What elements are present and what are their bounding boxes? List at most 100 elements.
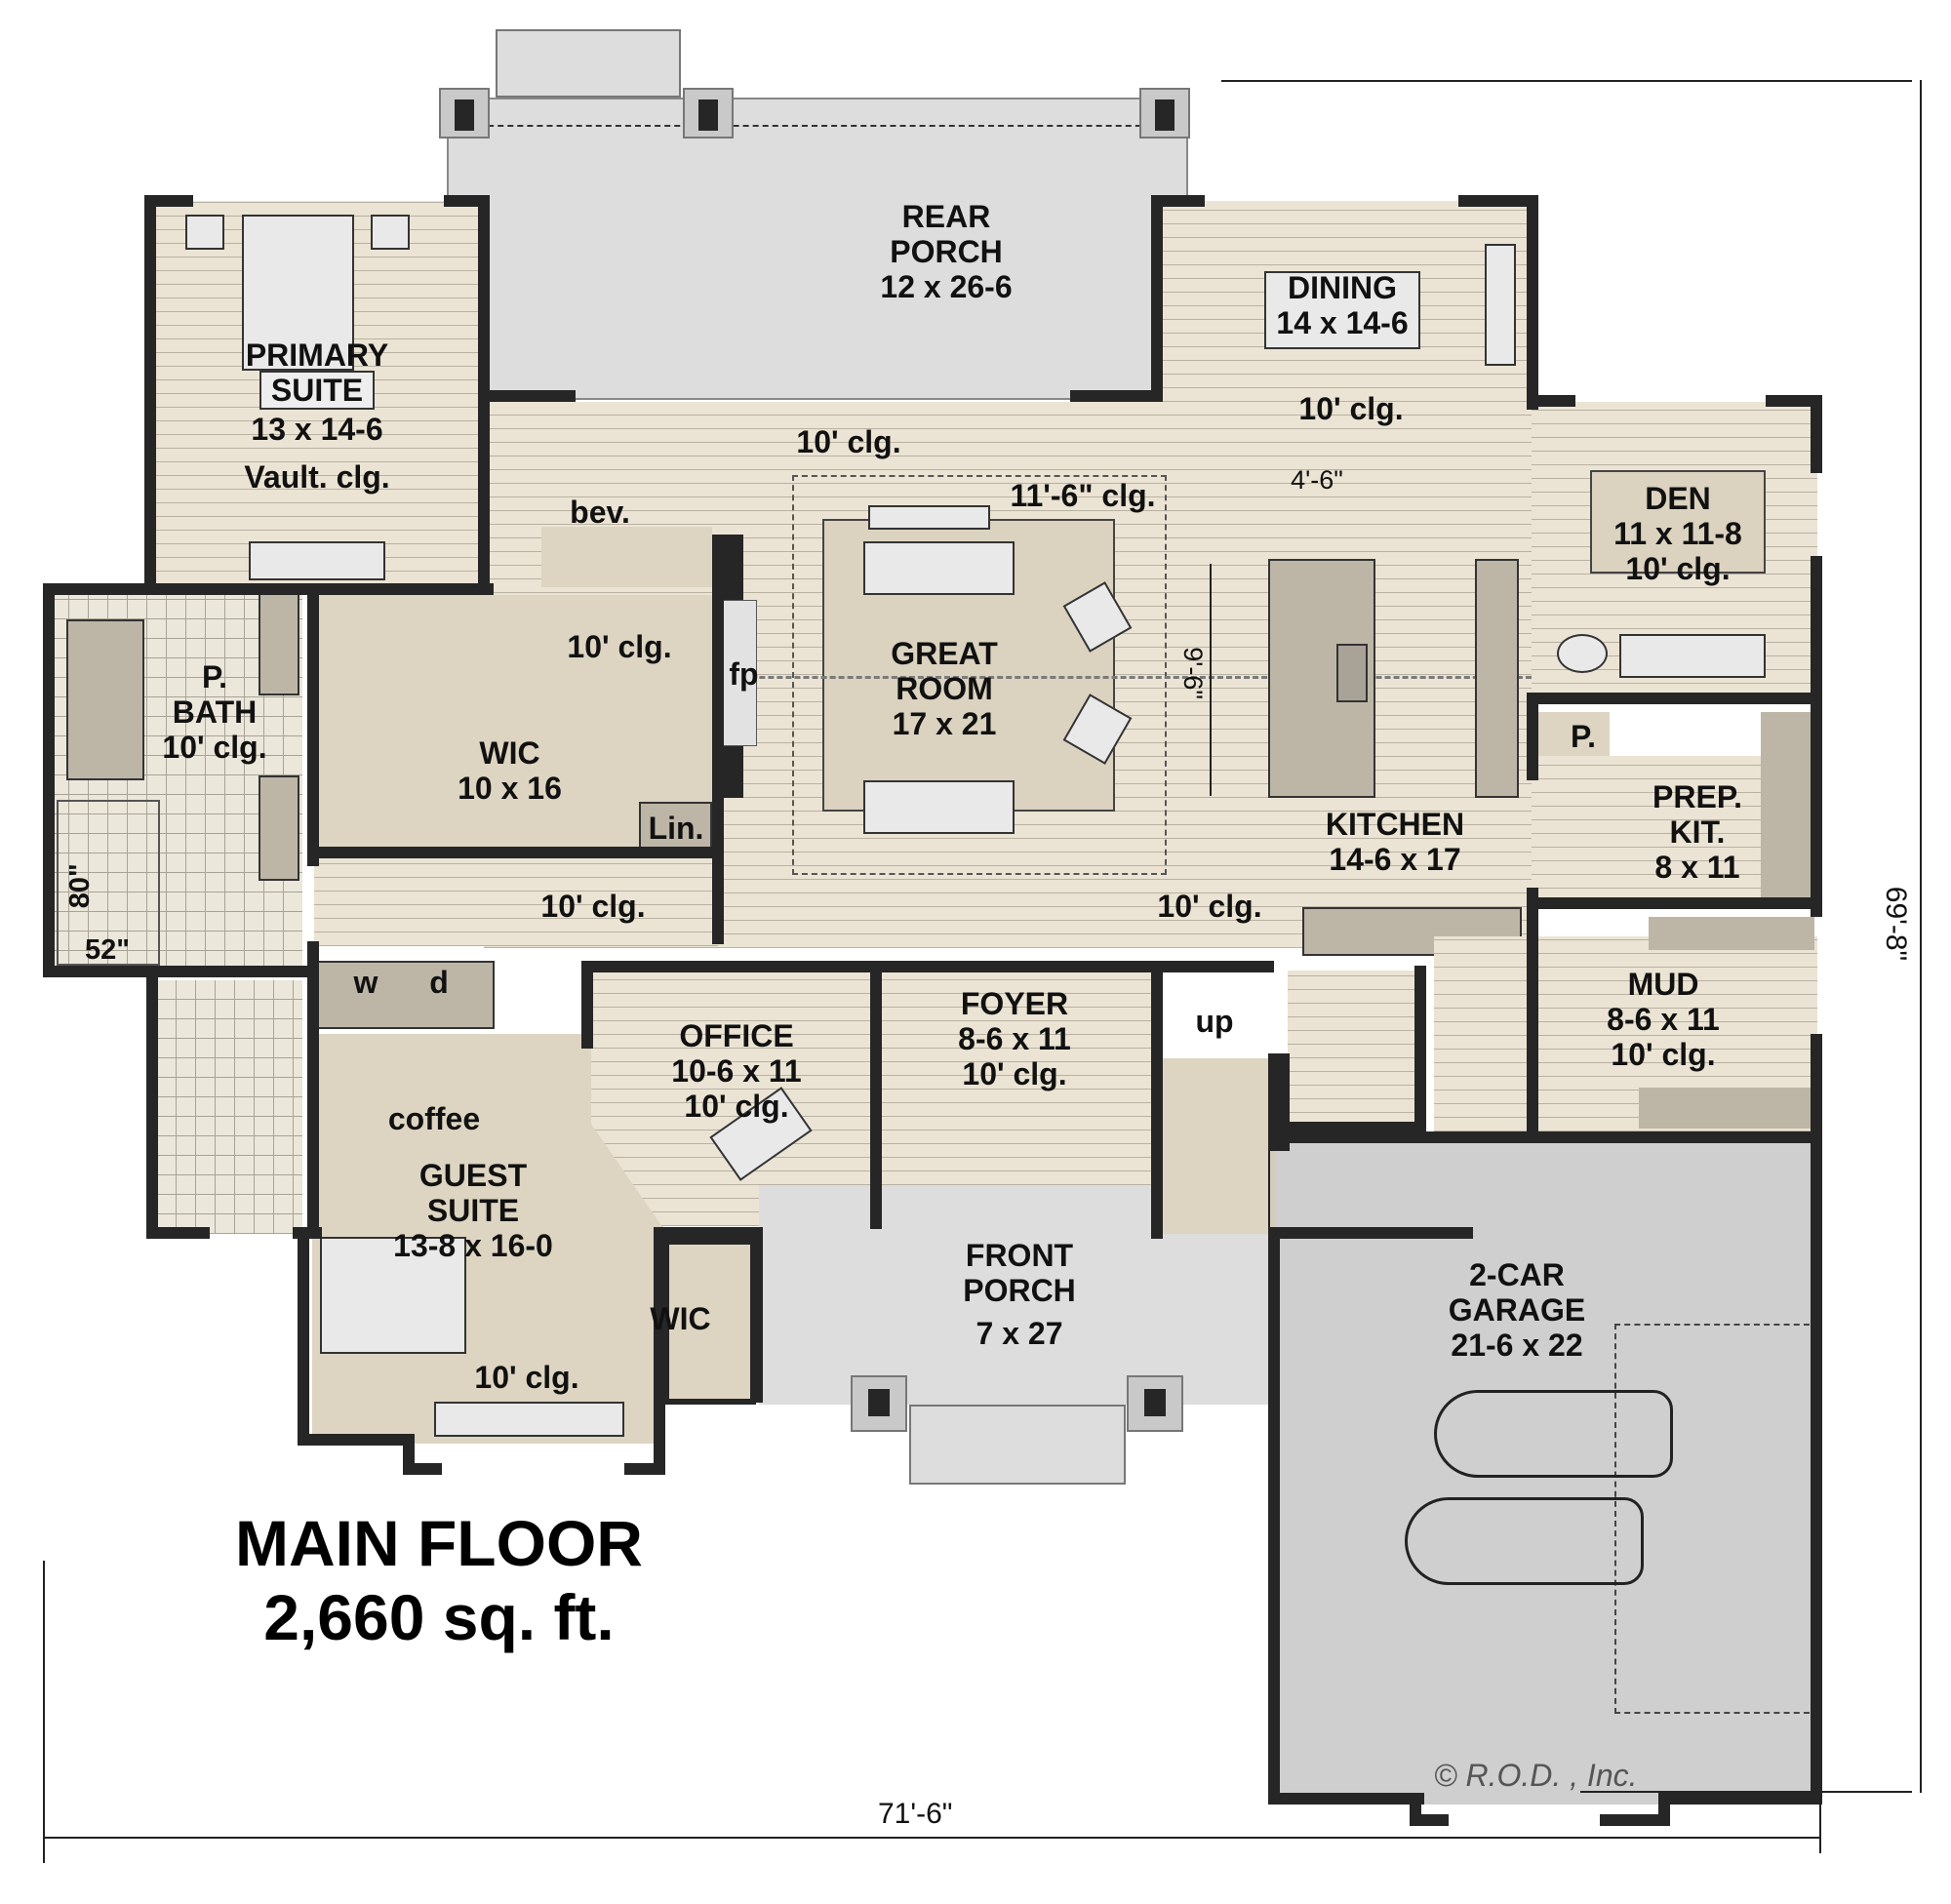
vanity <box>259 590 299 695</box>
wall <box>654 1227 761 1239</box>
dryer-label: d <box>429 965 449 1000</box>
wall <box>712 535 724 944</box>
great-room-ceiling-outline <box>792 475 1167 875</box>
linen-label: Lin. <box>648 811 704 846</box>
wall <box>43 583 494 595</box>
car <box>1405 1497 1644 1585</box>
column <box>1139 88 1190 139</box>
bev-counter <box>541 527 712 587</box>
wall <box>144 195 193 207</box>
wall <box>144 195 156 595</box>
wall <box>1268 1131 1822 1143</box>
wall <box>1527 897 1822 909</box>
garage <box>1276 1137 1817 1805</box>
wall <box>1268 1122 1424 1133</box>
prep-kitchen <box>1532 756 1766 902</box>
wall <box>307 941 319 1234</box>
p-bath-label: P. BATH 10' clg. <box>162 659 267 765</box>
vanity <box>259 775 299 881</box>
dresser <box>249 541 385 580</box>
range-counter <box>1475 559 1519 798</box>
car <box>1434 1390 1673 1478</box>
wall <box>1811 693 1822 917</box>
island-gap-dimension: 4'-6" <box>1291 465 1343 495</box>
wall <box>403 1463 442 1475</box>
kitchen-ceiling-label: 10' clg. <box>1157 889 1262 924</box>
shower <box>57 800 160 966</box>
tub <box>66 619 144 780</box>
buffet <box>1485 244 1516 366</box>
pantry <box>1532 712 1610 756</box>
guest-bath <box>156 980 302 1234</box>
island-length-dimension: 9'-6" <box>1178 647 1209 699</box>
guest-suite-label: GUEST SUITE 13-8 x 16-0 <box>393 1158 553 1263</box>
prep-counter <box>1761 712 1814 907</box>
den-label: DEN 11 x 11-8 10' clg. <box>1613 481 1742 586</box>
guest-bed <box>320 1237 466 1354</box>
wall <box>870 971 882 1229</box>
guest-suite-ceiling-label: 10' clg. <box>474 1360 579 1395</box>
wall <box>1766 395 1822 407</box>
column <box>439 88 490 139</box>
rear-porch-label: REAR PORCH 12 x 26-6 <box>880 199 1013 304</box>
dining-table <box>1264 271 1420 349</box>
wall <box>1268 1234 1280 1805</box>
kitchen-label: KITCHEN 14-6 x 17 <box>1325 807 1465 877</box>
wall <box>1527 195 1538 410</box>
dining-ceiling-label: 10' clg. <box>1298 391 1404 426</box>
wall <box>478 390 576 402</box>
front-porch-steps <box>909 1405 1126 1485</box>
den-side-table <box>1557 634 1608 673</box>
wall <box>1410 1814 1449 1826</box>
wall <box>1811 395 1822 473</box>
primary-suite-label: PRIMARY SUITE 13 x 14-6 Vault. clg. <box>244 337 390 496</box>
mud-lockers <box>1639 1088 1814 1129</box>
wall <box>1070 390 1158 402</box>
wall <box>43 583 55 975</box>
laundry-hall-ceiling-label: 10' clg. <box>540 889 646 924</box>
sofa <box>863 780 1015 834</box>
wic-primary-label: WIC 10 x 16 <box>458 735 562 806</box>
width-dimension-line <box>44 1837 1819 1839</box>
wall <box>1527 702 1538 780</box>
plan-title-block: MAIN FLOOR 2,660 sq. ft. <box>195 1507 683 1655</box>
wall <box>581 961 593 1049</box>
guest-window-seat <box>434 1402 624 1437</box>
sofa <box>863 541 1015 595</box>
wall <box>1600 1814 1658 1826</box>
garage-label: 2-CAR GARAGE 21-6 x 22 <box>1448 1257 1586 1363</box>
front-porch-label: FRONT PORCH 7 x 27 <box>963 1238 1076 1351</box>
bed <box>242 215 354 371</box>
great-room-label: GREAT ROOM 17 x 21 <box>891 636 998 741</box>
nightstand <box>371 215 410 250</box>
wall <box>298 1434 415 1446</box>
rear-porch-steps <box>496 29 681 98</box>
pantry-label: P. <box>1570 719 1597 754</box>
dining-label: DINING 14 x 14-6 <box>1276 270 1409 340</box>
wall <box>307 847 712 858</box>
mud-label: MUD 8-6 x 11 10' clg. <box>1607 967 1720 1072</box>
wall <box>654 1229 665 1475</box>
column <box>1127 1375 1183 1432</box>
wall <box>1268 1227 1473 1239</box>
wic-primary-ceiling-label: 10' clg. <box>567 629 672 664</box>
mud-bench <box>1649 917 1814 950</box>
depth-dimension-tick <box>1580 1791 1912 1793</box>
plan-area: 2,660 sq. ft. <box>263 1580 615 1653</box>
wall <box>1458 195 1536 207</box>
bev-label: bev. <box>570 495 630 530</box>
overall-depth-label: 69'-8" <box>1880 886 1913 962</box>
overall-width-label: 71'-6" <box>878 1798 953 1830</box>
fireplace-label: fp <box>729 656 759 692</box>
wall <box>1658 1793 1822 1805</box>
stairs <box>1161 1058 1268 1234</box>
stairs-up-label: up <box>1195 1004 1234 1039</box>
half-bath <box>1288 971 1419 1127</box>
hall-ceiling-label: 10' clg. <box>796 424 901 459</box>
laundry-hall <box>314 853 718 946</box>
great-room-ceiling-label: 11'-6" clg. <box>1010 478 1156 513</box>
wall <box>1151 195 1205 207</box>
laundry-counter <box>314 961 495 1029</box>
wall <box>1268 1793 1424 1805</box>
